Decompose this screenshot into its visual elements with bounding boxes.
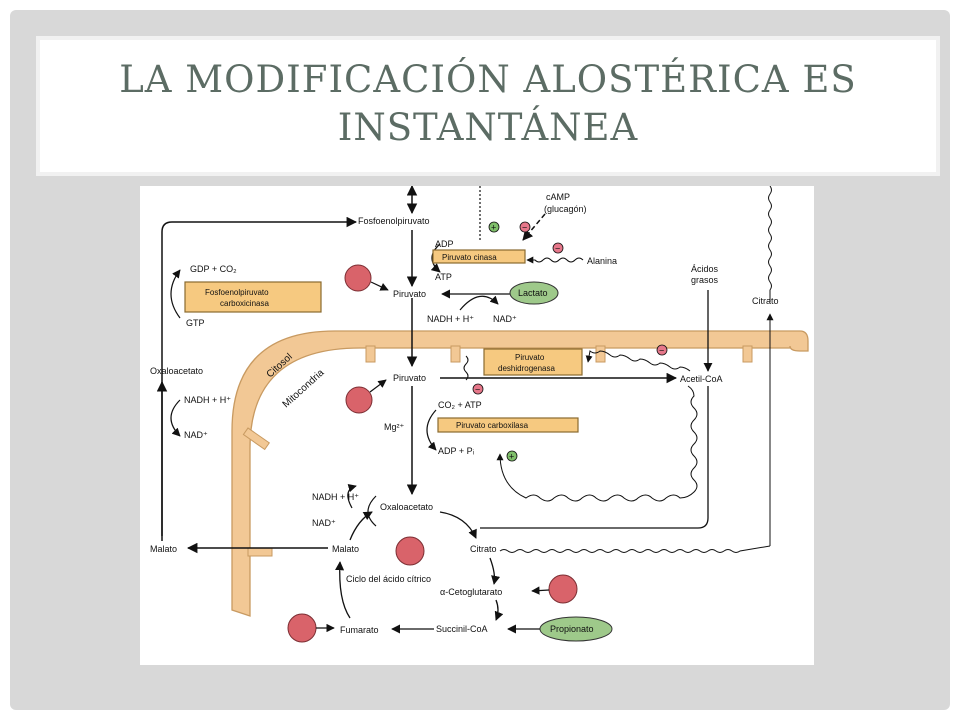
activation-marker-top [488, 221, 500, 233]
label-succinil-coa: Succinil-CoA [436, 624, 488, 634]
plus-pc: + [509, 452, 514, 462]
label-citrato-cytosol: Citrato [752, 296, 779, 306]
label-pdh-line2: deshidrogenasa [498, 364, 555, 373]
label-fosfoenolpiruvato-top: Fosfoenolpiruvato [358, 216, 430, 226]
minus-alanina: − [555, 244, 560, 254]
label-piruvato-cytosol: Piruvato [393, 289, 426, 299]
pathway-diagram: Citosol Mitocondria Fosfoenolpiruvato AD… [150, 184, 809, 643]
slide-title: La modificación alostérica es instantáne… [119, 58, 857, 149]
label-grasos: grasos [691, 275, 719, 285]
label-mitocondria: Mitocondria [281, 367, 327, 410]
activation-pc-marker [506, 450, 518, 462]
inhibition-pdh-marker [656, 344, 668, 356]
label-atp: ATP [435, 272, 452, 282]
label-piruvato-cinasa: Piruvato cinasa [442, 253, 497, 262]
regulation-dot-5 [287, 613, 317, 643]
minus-pdh: − [659, 346, 664, 356]
oval-lactato [509, 281, 559, 305]
label-nad-left: NAD⁺ [184, 430, 208, 440]
inhibition-pdh-marker-2 [472, 383, 484, 395]
enzyme-piruvato-carboxilasa [437, 417, 579, 433]
label-piruvato-carboxilasa: Piruvato carboxilasa [456, 421, 529, 430]
label-acidos: Ácidos [691, 264, 719, 274]
enzyme-pepck [184, 281, 322, 313]
label-mg: Mg²⁺ [384, 422, 404, 432]
label-propionato: Propionato [550, 624, 594, 634]
label-pdh-line1: Piruvato [515, 353, 545, 362]
label-camp: cAMP [546, 192, 570, 202]
label-lactato: Lactato [518, 288, 548, 298]
label-co2-atp: CO₂ + ATP [438, 400, 482, 410]
label-nadh-h-left: NADH + H⁺ [184, 395, 231, 405]
label-pepck-line1: Fosfoenolpiruvato [205, 288, 269, 297]
enzyme-piruvato-deshidrogenasa [483, 348, 583, 376]
label-nad-cycle: NAD⁺ [312, 518, 336, 528]
label-malato-cytosol: Malato [150, 544, 177, 554]
label-fumarato: Fumarato [340, 625, 379, 635]
label-oxaloacetato-mito: Oxaloacetato [380, 502, 433, 512]
regulation-dot-1 [344, 264, 372, 292]
label-adp-pi: ADP + Pᵢ [438, 446, 474, 456]
label-gtp: GTP [186, 318, 205, 328]
label-nad: NAD⁺ [493, 314, 517, 324]
label-nadh-h: NADH + H⁺ [427, 314, 474, 324]
label-acetil-coa: Acetil-CoA [680, 374, 723, 384]
label-alfa-cetoglutarato: α-Cetoglutarato [440, 587, 502, 597]
label-oxaloacetato-cytosol: Oxaloacetato [150, 366, 203, 376]
label-gdp-co2: GDP + CO₂ [190, 264, 237, 274]
label-piruvato-mito: Piruvato [393, 373, 426, 383]
label-ciclo: Ciclo del ácido cítrico [346, 574, 431, 584]
minus-pdh-2: − [475, 385, 480, 395]
minus-camp: − [522, 223, 527, 233]
inhibition-alanina-marker [552, 242, 564, 254]
mitochondrial-membrane [231, 330, 809, 617]
enzyme-piruvato-cinasa [432, 249, 526, 264]
label-pepck-line2: carboxicinasa [220, 299, 269, 308]
regulation-dot-2 [345, 386, 373, 414]
label-alanina: Alanina [587, 256, 617, 266]
regulation-dot-3 [395, 536, 425, 566]
plus-top: + [491, 223, 496, 233]
metabolic-pathway-figure: Citosol Mitocondria Fosfoenolpiruvato AD… [140, 184, 814, 665]
label-malato-mito: Malato [332, 544, 359, 554]
regulation-dot-4 [548, 574, 578, 604]
label-nadh-h-cycle: NADH + H⁺ [312, 492, 359, 502]
label-adp: ADP [435, 239, 454, 249]
label-citrato-mito: Citrato [470, 544, 497, 554]
inhibition-camp-marker [519, 221, 531, 233]
title-box: La modificación alostérica es instantáne… [36, 36, 940, 176]
label-glucagon: (glucagón) [544, 204, 587, 214]
